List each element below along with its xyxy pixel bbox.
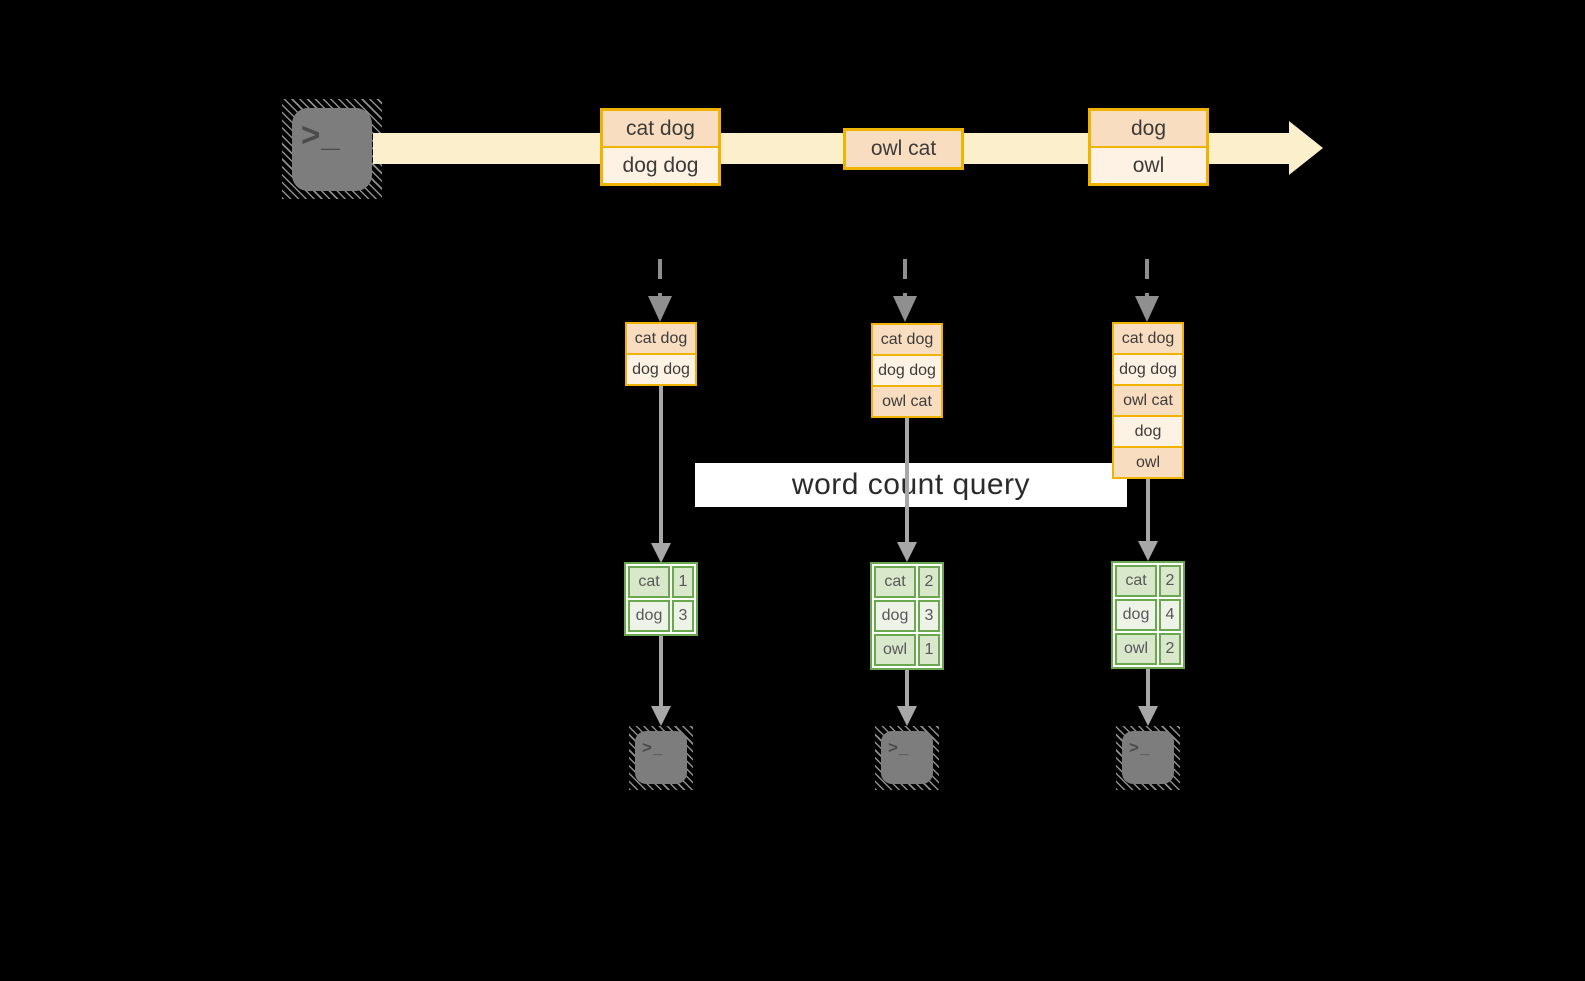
terminal-screen: >_ (292, 108, 372, 191)
dashed-arrow-head-icon (648, 296, 672, 322)
table-row: dog 4 (1115, 599, 1181, 631)
table-row: owl 1 (874, 634, 940, 666)
terminal-screen: >_ (635, 731, 687, 784)
word-cell: cat (628, 566, 670, 598)
count-cell: 2 (918, 566, 940, 598)
word-cell: owl (1115, 633, 1157, 665)
batch-cell: cat dog (1114, 324, 1182, 353)
arrow-line (659, 628, 663, 706)
word-cell: owl (874, 634, 916, 666)
sink-terminal-icon-3: >_ (1116, 726, 1180, 790)
batch-box-1: cat dog dog dog (625, 322, 697, 386)
dashed-arrow-line (1145, 259, 1149, 297)
wordcount-table-2: cat 2 dog 3 owl 1 (870, 562, 944, 670)
stream-event-box-3: dog owl (1088, 108, 1209, 186)
batch-cell: dog dog (1114, 355, 1182, 384)
arrow-head-icon (1138, 541, 1158, 561)
arrow-line (659, 386, 663, 543)
dashed-arrow-head-icon (1135, 296, 1159, 322)
event-cell: dog (1091, 111, 1206, 146)
wordcount-table-3: cat 2 dog 4 owl 2 (1111, 561, 1185, 669)
terminal-screen: >_ (1122, 731, 1174, 784)
batch-box-3: cat dog dog dog owl cat dog owl (1112, 322, 1184, 479)
batch-cell: owl (1114, 448, 1182, 477)
word-cell: dog (1115, 599, 1157, 631)
table-row: owl 2 (1115, 633, 1181, 665)
arrow-head-icon (897, 542, 917, 562)
arrow-head-icon (651, 543, 671, 563)
arrow-head-icon (897, 706, 917, 726)
count-cell: 3 (672, 600, 694, 632)
word-cell: cat (1115, 565, 1157, 597)
count-cell: 4 (1159, 599, 1181, 631)
event-cell: dog dog (603, 148, 718, 183)
word-cell: cat (874, 566, 916, 598)
table-row: cat 1 (628, 566, 694, 598)
arrow-line (905, 418, 909, 542)
table-row: dog 3 (874, 600, 940, 632)
batch-cell: owl cat (873, 387, 941, 416)
event-cell: owl cat (846, 131, 961, 167)
event-cell: owl (1091, 148, 1206, 183)
count-cell: 1 (918, 634, 940, 666)
stream-arrowhead-icon (1289, 121, 1323, 175)
arrow-line (905, 658, 909, 706)
count-cell: 2 (1159, 633, 1181, 665)
count-cell: 1 (672, 566, 694, 598)
batch-cell: cat dog (873, 325, 941, 354)
batch-cell: cat dog (627, 324, 695, 353)
query-label-band: word count query (695, 463, 1127, 507)
batch-cell: dog dog (627, 355, 695, 384)
terminal-screen: >_ (881, 731, 933, 784)
arrow-head-icon (651, 706, 671, 726)
arrow-line (1146, 479, 1150, 541)
sink-terminal-icon-2: >_ (875, 726, 939, 790)
source-terminal-icon: >_ (282, 99, 382, 199)
dashed-arrow-line (658, 259, 662, 297)
table-row: dog 3 (628, 600, 694, 632)
terminal-prompt-icon: >_ (888, 738, 910, 757)
batch-cell: owl cat (1114, 386, 1182, 415)
arrow-head-icon (1138, 706, 1158, 726)
query-label: word count query (791, 468, 1031, 501)
terminal-prompt-icon: >_ (1129, 738, 1151, 757)
sink-terminal-icon-1: >_ (629, 726, 693, 790)
batch-cell: dog dog (873, 356, 941, 385)
wordcount-table-1: cat 1 dog 3 (624, 562, 698, 636)
terminal-prompt-icon: >_ (301, 116, 341, 153)
word-cell: dog (628, 600, 670, 632)
event-cell: cat dog (603, 111, 718, 146)
dashed-arrow-head-icon (893, 296, 917, 322)
word-cell: dog (874, 600, 916, 632)
count-cell: 2 (1159, 565, 1181, 597)
table-row: cat 2 (874, 566, 940, 598)
terminal-prompt-icon: >_ (642, 738, 664, 757)
count-cell: 3 (918, 600, 940, 632)
batch-cell: dog (1114, 417, 1182, 446)
batch-box-2: cat dog dog dog owl cat (871, 323, 943, 418)
arrow-line (1146, 657, 1150, 706)
dashed-arrow-line (903, 259, 907, 297)
stream-event-box-1: cat dog dog dog (600, 108, 721, 186)
stream-event-box-2: owl cat (843, 128, 964, 170)
table-row: cat 2 (1115, 565, 1181, 597)
